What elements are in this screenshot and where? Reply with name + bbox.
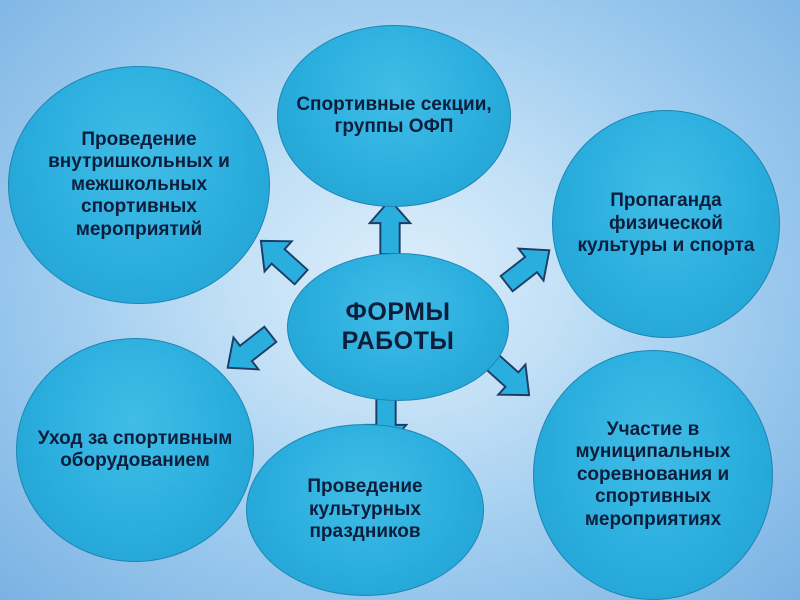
arrow-down-left-icon bbox=[212, 315, 286, 387]
center-node-forms-of-work: ФОРМЫ РАБОТЫ bbox=[287, 253, 509, 401]
node-school-events: Проведение внутришкольных и межшкольных … bbox=[8, 66, 270, 304]
node-municipal-competitions: Участие в муниципальных соревнования и с… bbox=[533, 350, 773, 600]
node-label: Проведение внутришкольных и межшкольных … bbox=[48, 128, 230, 240]
node-label: Спортивные секции, группы ОФП bbox=[296, 93, 492, 137]
node-cultural-holidays: Проведение культурных праздников bbox=[246, 424, 484, 596]
arrow-up-right-icon bbox=[491, 231, 565, 303]
node-label: Пропаганда физической культуры и спорта bbox=[577, 190, 755, 257]
node-label: Уход за спортивным оборудованием bbox=[37, 427, 233, 471]
node-sports-sections: Спортивные секции, группы ОФП bbox=[277, 25, 511, 207]
node-label: Проведение культурных праздников bbox=[307, 476, 423, 543]
node-equipment-care: Уход за спортивным оборудованием bbox=[16, 338, 254, 562]
node-label: Участие в муниципальных соревнования и с… bbox=[575, 418, 731, 530]
node-promotion: Пропаганда физической культуры и спорта bbox=[552, 110, 780, 338]
center-node-label: ФОРМЫ РАБОТЫ bbox=[341, 297, 455, 356]
arrow-up-left-icon bbox=[244, 223, 318, 296]
